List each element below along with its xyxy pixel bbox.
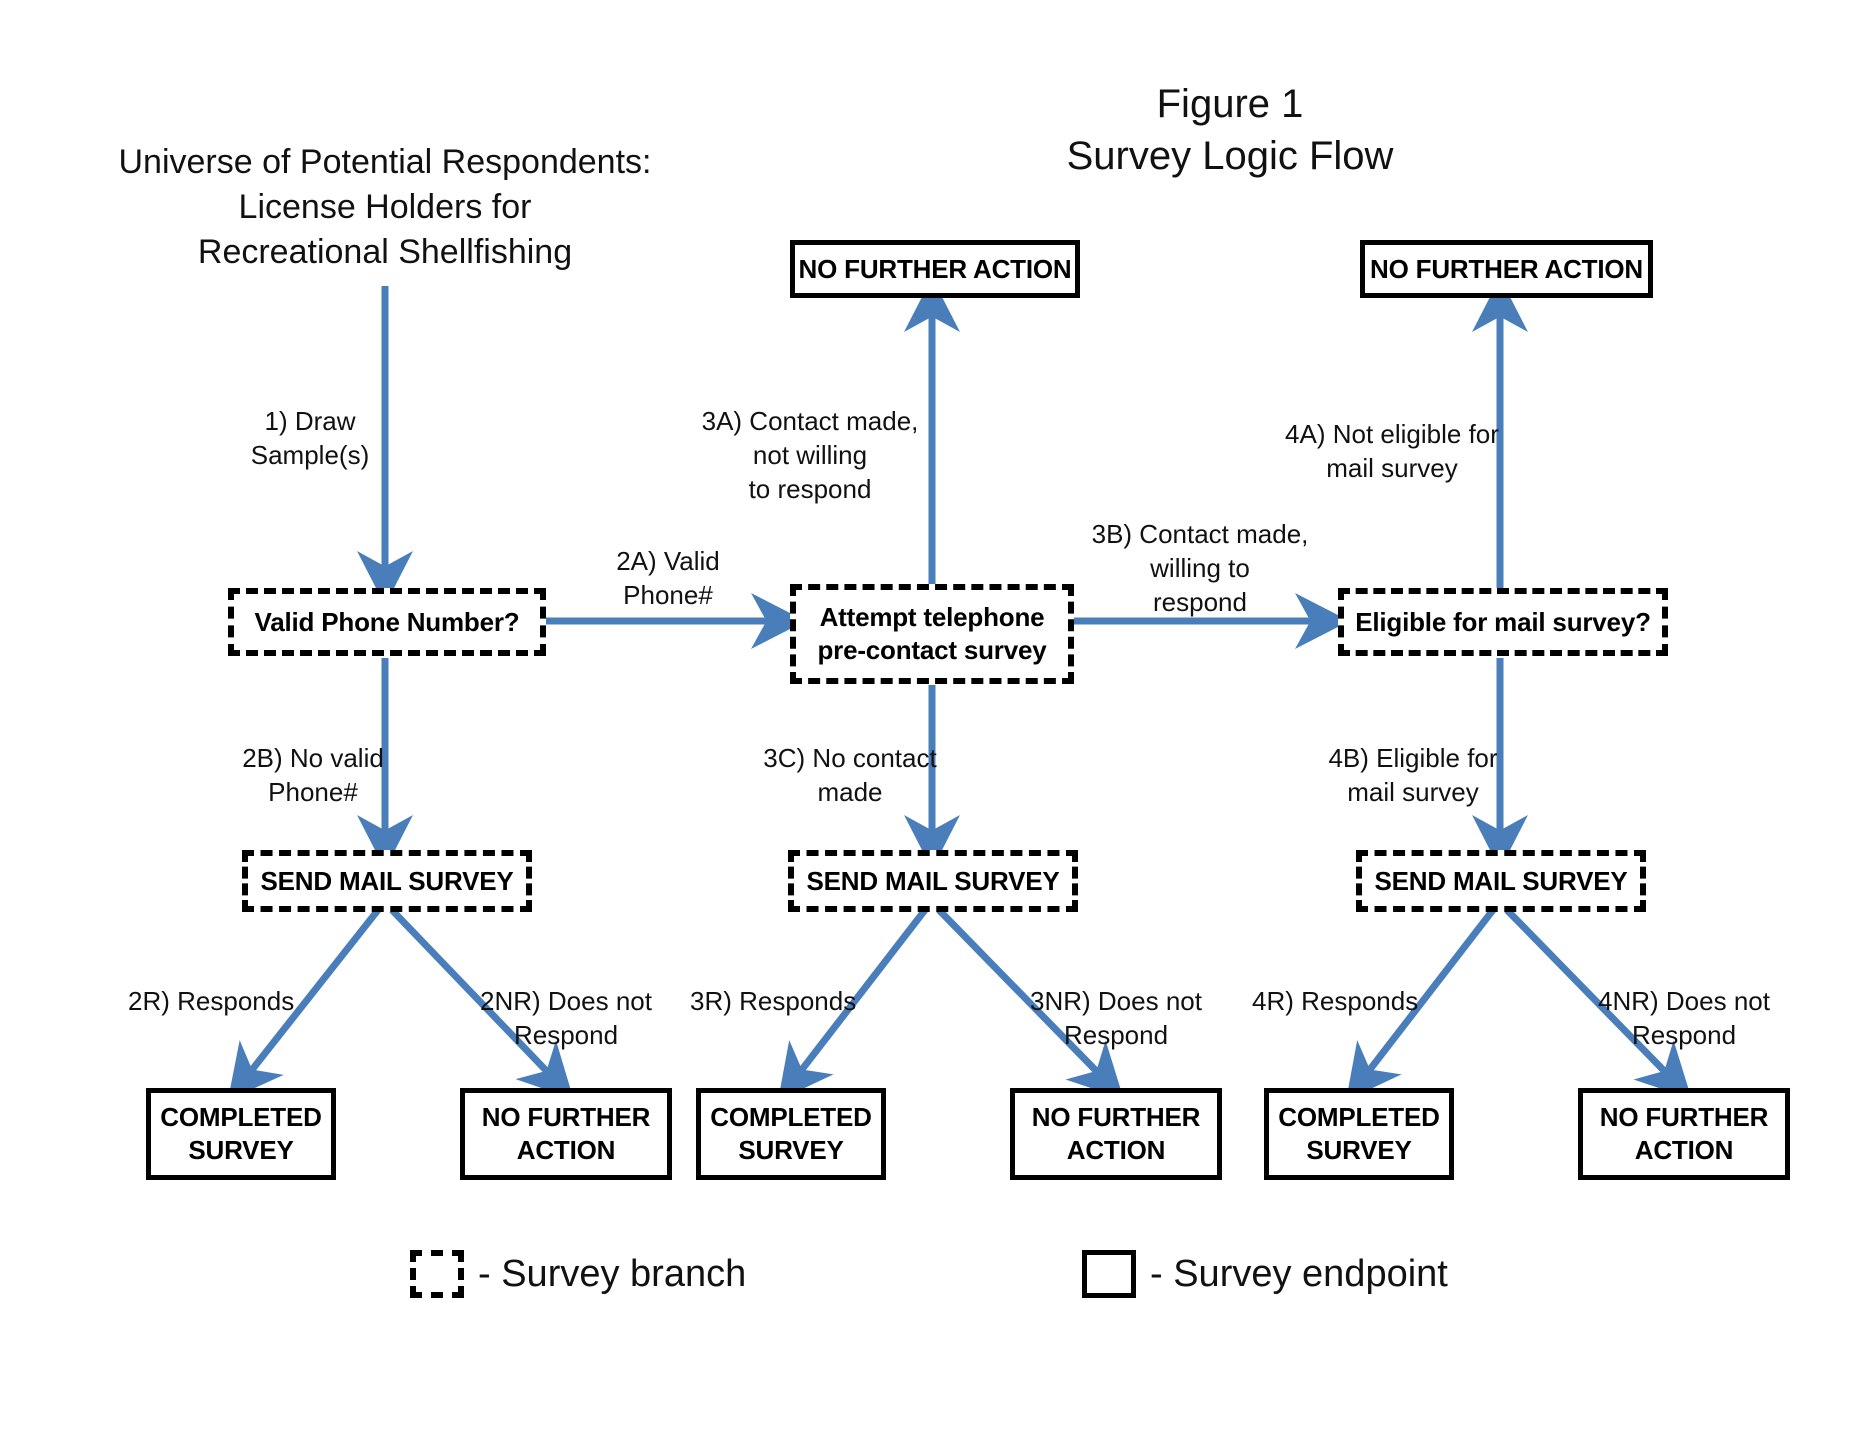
endpoint-completed-survey-3: COMPLETED SURVEY: [1264, 1088, 1454, 1180]
endpoint-no-further-action-top-right: NO FURTHER ACTION: [1360, 240, 1653, 298]
edge-label-3r-responds: 3R) Responds: [690, 986, 857, 1016]
edge-label-4nr-does-not-respond: 4NR) Does not Respond: [1598, 986, 1770, 1050]
legend-survey-branch: - Survey branch: [410, 1250, 746, 1298]
legend-survey-endpoint: - Survey endpoint: [1082, 1250, 1448, 1298]
edge-label-2b-no-valid-phone: 2B) No valid Phone#: [242, 743, 384, 807]
legend-dashed-box-icon: [410, 1250, 464, 1298]
figure-title-line2: Survey Logic Flow: [1066, 134, 1394, 178]
endpoint-no-further-action-1: NO FURTHER ACTION: [460, 1088, 672, 1180]
edge-label-3b-contact-made-willing: 3B) Contact made, willing to respond: [1091, 519, 1309, 617]
edge-label-2r-responds: 2R) Responds: [128, 986, 295, 1016]
universe-heading: Universe of Potential Respondents: Licen…: [118, 143, 652, 271]
endpoint-completed-survey-1: COMPLETED SURVEY: [146, 1088, 336, 1180]
legend-solid-box-icon: [1082, 1250, 1136, 1298]
branch-send-mail-survey-3: SEND MAIL SURVEY: [1356, 850, 1646, 912]
branch-valid-phone-number: Valid Phone Number?: [228, 588, 546, 656]
legend-survey-branch-label: - Survey branch: [478, 1252, 747, 1295]
endpoint-no-further-action-2: NO FURTHER ACTION: [1010, 1088, 1222, 1180]
edge-label-3nr-does-not-respond: 3NR) Does not Respond: [1030, 986, 1202, 1050]
figure-title-line1: Figure 1: [1156, 82, 1304, 126]
endpoint-no-further-action-3: NO FURTHER ACTION: [1578, 1088, 1790, 1180]
edge-label-3a-contact-made-not-willing: 3A) Contact made, not willing to respond: [701, 406, 919, 504]
edge-label-4r-responds: 4R) Responds: [1252, 986, 1419, 1016]
branch-eligible-for-mail-survey: Eligible for mail survey?: [1338, 588, 1668, 656]
edge-label-3c-no-contact-made: 3C) No contact made: [763, 743, 937, 807]
edge-label-2nr-does-not-respond: 2NR) Does not Respond: [480, 986, 652, 1050]
edge-label-1-draw-samples: 1) Draw Sample(s): [250, 406, 370, 470]
endpoint-no-further-action-top-mid: NO FURTHER ACTION: [790, 240, 1080, 298]
edge-label-2a-valid-phone: 2A) Valid Phone#: [616, 546, 720, 610]
edge-label-4a-not-eligible: 4A) Not eligible for mail survey: [1285, 419, 1499, 483]
legend-survey-endpoint-label: - Survey endpoint: [1150, 1252, 1448, 1295]
edge-label-4b-eligible: 4B) Eligible for mail survey: [1328, 743, 1498, 807]
branch-send-mail-survey-2: SEND MAIL SURVEY: [788, 850, 1078, 912]
endpoint-completed-survey-2: COMPLETED SURVEY: [696, 1088, 886, 1180]
branch-attempt-telephone-precontact-survey: Attempt telephone pre-contact survey: [790, 584, 1074, 684]
branch-send-mail-survey-1: SEND MAIL SURVEY: [242, 850, 532, 912]
